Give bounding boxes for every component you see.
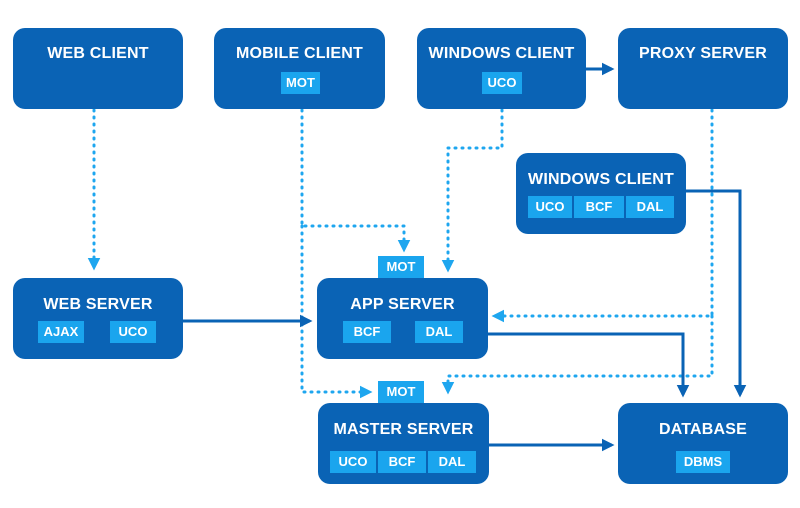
web-server-title: WEB SERVER — [43, 296, 153, 313]
windows-client-title: WINDOWS CLIENT — [428, 45, 575, 62]
link-windowsclient2-to-database — [686, 189, 747, 398]
app-server-node: APP SERVER BCF DAL — [317, 278, 488, 359]
proxy-server-title: PROXY SERVER — [638, 45, 768, 62]
link-mobile-to-masterserver — [300, 224, 373, 399]
link-proxy-to-appserver — [491, 108, 714, 323]
chip-mot-master: MOT — [378, 381, 424, 403]
windows-client-2-title: WINDOWS CLIENT — [528, 171, 674, 188]
link-proxy-to-masterserver — [441, 314, 714, 395]
link-appserver-to-database — [488, 332, 690, 398]
chip-uco: UCO — [528, 196, 572, 218]
web-server-node: WEB SERVER AJAX UCO — [13, 278, 183, 359]
windows-client-2-node: WINDOWS CLIENT UCO BCF DAL — [516, 153, 686, 234]
chip-dal: DAL — [415, 321, 463, 343]
link-mobile-to-appserver — [300, 108, 411, 253]
chip-ajax: AJAX — [38, 321, 84, 343]
chip-dal: DAL — [624, 196, 674, 218]
windows-client-node: WINDOWS CLIENT UCO — [417, 28, 586, 109]
app-server-title: APP SERVER — [350, 296, 455, 313]
chip-uco: UCO — [330, 451, 376, 473]
chip-uco: UCO — [482, 72, 522, 94]
chip-bcf: BCF — [343, 321, 391, 343]
web-client-node: WEB CLIENT — [13, 28, 183, 109]
chip-uco: UCO — [110, 321, 156, 343]
web-client-title: WEB CLIENT — [47, 45, 149, 62]
chip-dal: DAL — [426, 451, 476, 473]
link-windowsclient-to-appserver — [441, 108, 504, 273]
mobile-client-title: MOBILE CLIENT — [235, 45, 364, 62]
database-title: DATABASE — [658, 421, 748, 438]
chip-mot-app: MOT — [378, 256, 424, 278]
chip-bcf: BCF — [572, 196, 624, 218]
master-server-node: MASTER SERVER UCO BCF DAL — [318, 403, 489, 484]
chip-dbms: DBMS — [676, 451, 730, 473]
mobile-client-node: MOBILE CLIENT MOT — [214, 28, 385, 109]
chip-bcf: BCF — [376, 451, 426, 473]
chip-mot: MOT — [281, 72, 320, 94]
proxy-server-node: PROXY SERVER — [618, 28, 788, 109]
master-server-title: MASTER SERVER — [333, 421, 474, 438]
database-node: DATABASE DBMS — [618, 403, 788, 484]
